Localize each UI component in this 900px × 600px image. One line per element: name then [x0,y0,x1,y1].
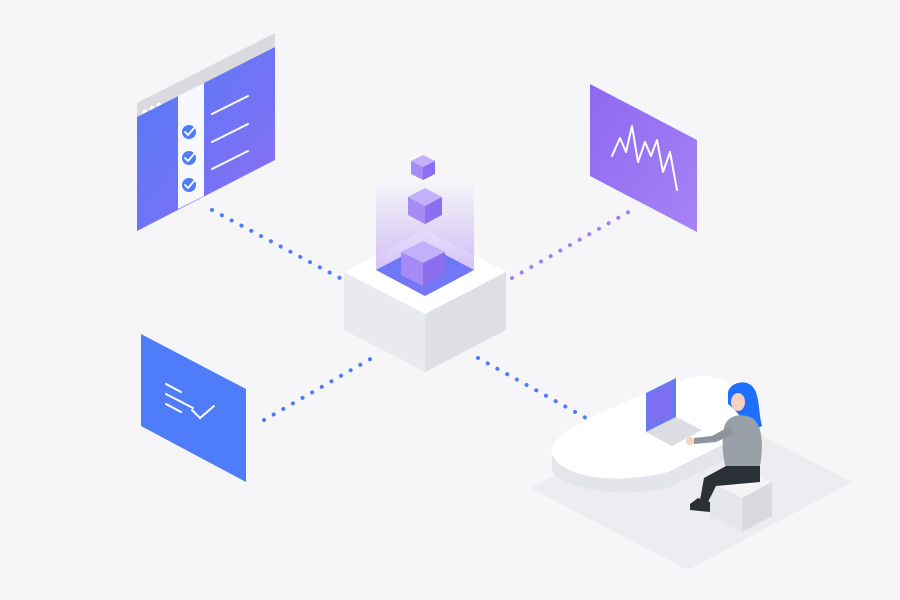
light-beam [376,180,474,296]
sort-check-panel-icon [141,334,246,482]
shoe [690,498,710,512]
checklist-window-icon [137,33,275,231]
cube-icon [401,241,445,286]
waveform-panel-body [590,84,697,232]
checkmark-circle-icon [182,125,196,139]
hub-platform-icon [344,155,506,372]
pants [700,466,760,502]
cube-icon [408,188,442,224]
waveform-line [611,125,678,191]
connector-sort [262,356,374,422]
workstation-icon [530,376,852,570]
cube-icon [411,155,435,180]
connector-waveform [510,208,634,280]
person-icon [686,382,762,512]
shirt [722,415,762,468]
waveform-panel-icon [590,84,697,232]
checklist-lines [211,95,249,170]
hand [686,437,694,445]
laptop-screen-inner [650,385,672,425]
face [731,393,745,411]
connector-workstation [476,356,588,420]
laptop-base [646,417,702,446]
floor-tile [530,402,852,570]
hub-left-face [344,272,425,372]
window-body [137,47,275,231]
hub-right-face [425,272,506,372]
dotted-connectors [210,208,634,422]
window-title-bar [137,33,275,117]
connector-checklist [210,208,342,280]
checkmark-circle-icon [182,151,196,165]
arm [694,426,734,444]
laptop-icon [646,378,702,446]
sort-check-glyph [165,383,215,420]
checkmark-circle-icon [182,178,196,192]
window-sidebar [178,83,204,209]
